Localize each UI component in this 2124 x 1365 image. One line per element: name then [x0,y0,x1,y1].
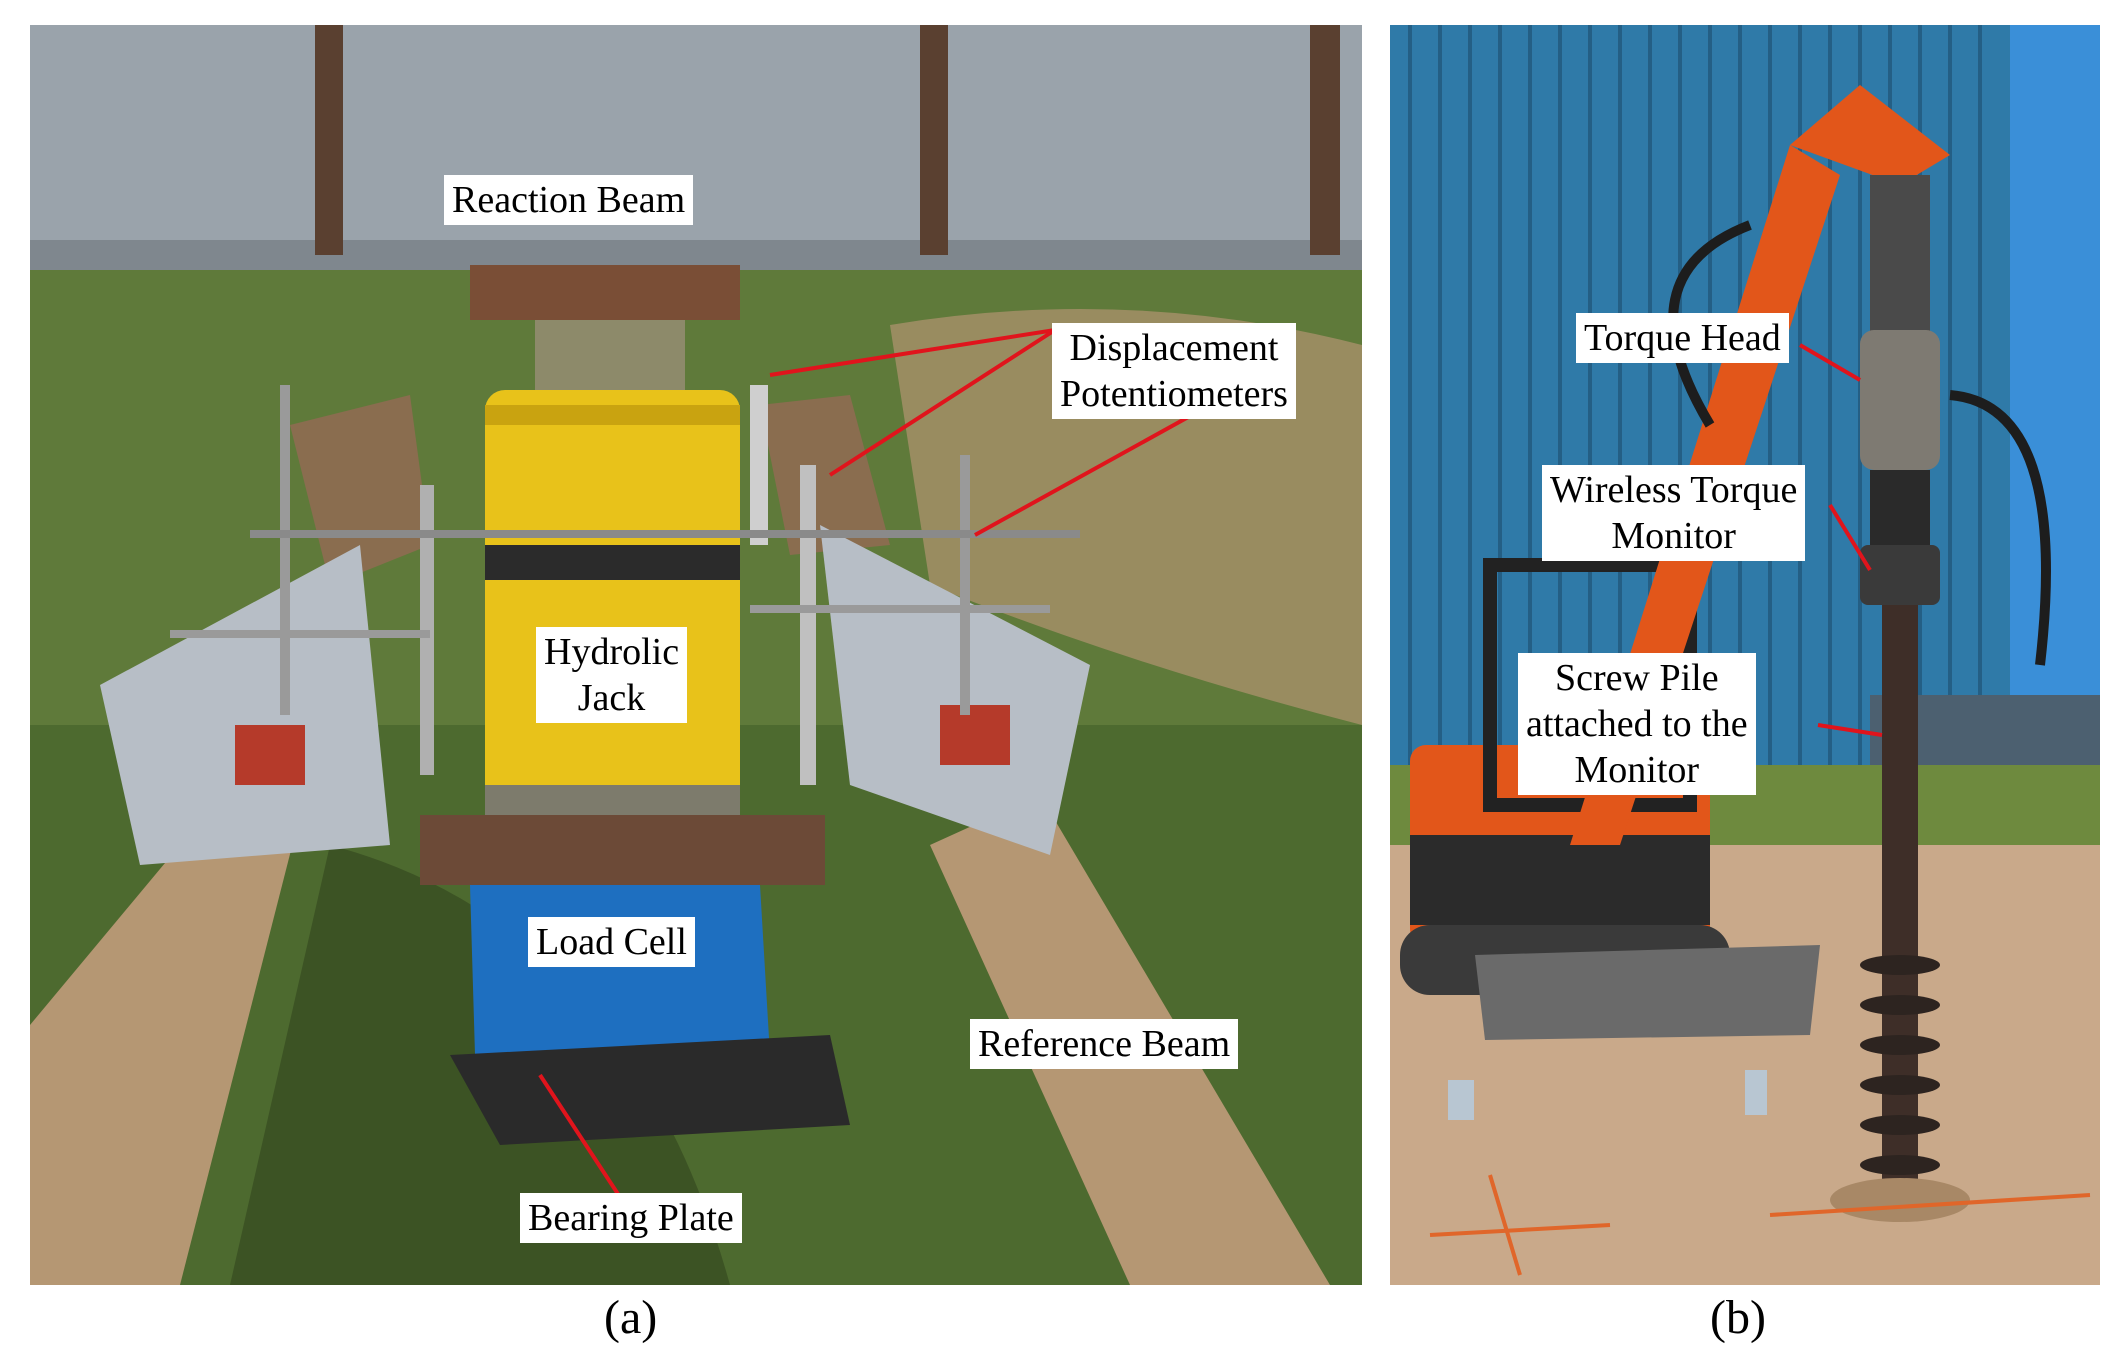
bearing-plate [450,1035,850,1145]
label-load-cell: Load Cell [528,917,695,967]
ground-marks [1429,1174,2091,1276]
screw-helix [1860,955,1940,1175]
leader-lines-b [1798,343,1883,737]
label-displacement-potentiometers: Displacement Potentiometers [1052,323,1296,419]
label-screw-pile: Screw Pile attached to the Monitor [1518,653,1756,795]
photo-panel-a: Reaction Beam Displacement Potentiometer… [30,25,1362,1285]
label-torque-head: Torque Head [1576,313,1789,363]
label-reference-beam: Reference Beam [970,1019,1239,1069]
reaction-beam [30,25,1362,255]
label-bearing-plate: Bearing Plate [520,1193,742,1243]
label-hydrolic-jack: Hydrolic Jack [536,627,688,723]
caption-a: (a) [604,1291,658,1344]
caption-b: (b) [1710,1291,1766,1344]
steel-channel-left [100,545,390,865]
label-reaction-beam: Reaction Beam [444,175,694,225]
label-wireless-torque-monitor: Wireless Torque Monitor [1542,465,1806,561]
torque-head [1860,330,1940,470]
screw-pile [1882,605,1918,1195]
wooden-beam-left [30,785,300,1285]
excavator-blade [1475,945,1820,1040]
load-test-photo [30,25,1362,1285]
wireless-torque-monitor [1860,545,1940,605]
hydraulic-jack [485,390,740,830]
photo-panel-b: Torque Head Wireless Torque Monitor Scre… [1390,25,2100,1285]
